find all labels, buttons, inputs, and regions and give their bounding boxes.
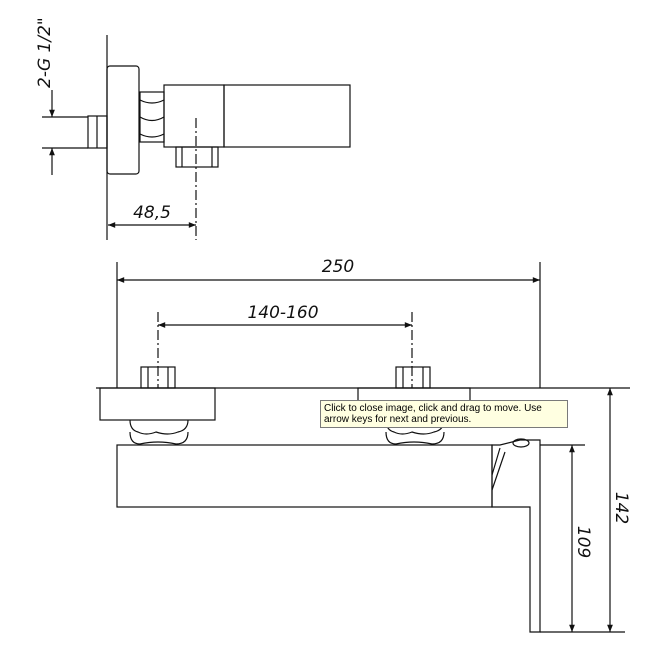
dim-center-distance: 140-160 [247,303,318,323]
dim-height-total: 142 [611,492,631,524]
dim-height-spout: 109 [573,526,593,558]
dim-overall-width: 250 [322,257,354,277]
front-view [96,262,630,633]
side-view [42,35,351,240]
dim-thread: 2-G 1/2" [35,17,55,88]
dim-offset: 48,5 [133,203,171,223]
image-viewer-tooltip[interactable]: Click to close image, click and drag to … [320,400,568,428]
